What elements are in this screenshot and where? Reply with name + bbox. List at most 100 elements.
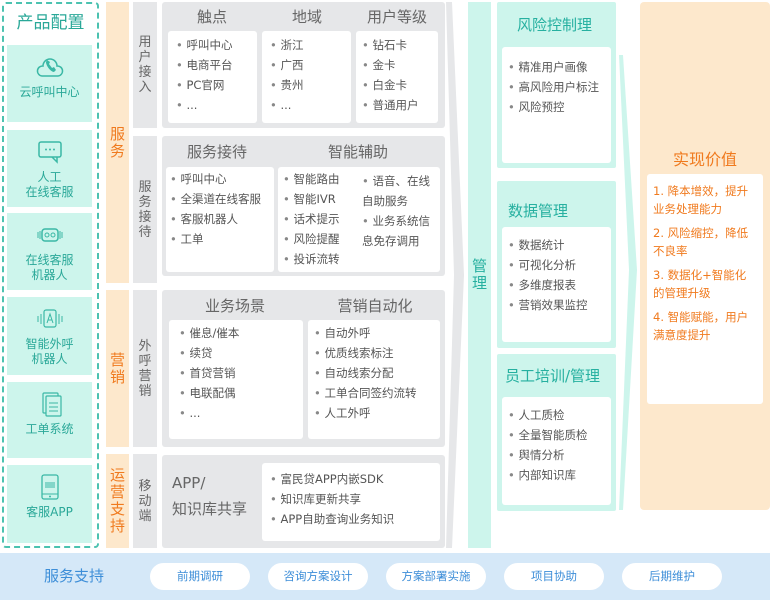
product-card-label: 客服APP: [26, 505, 73, 519]
item-list: 自动外呼优质线索标注自动线索分配工单合同签约流转人工外呼: [314, 323, 434, 423]
outbound-box: 业务场景 营销自动化 催息/催本续贷首贷营销电联配偶... 自动外呼优质线索标注…: [162, 290, 445, 447]
col-title: 营销自动化: [337, 297, 413, 315]
value-item: 4. 智能赋能，用户满意度提升: [653, 310, 749, 342]
list-item: ...: [179, 403, 293, 423]
mgmt-title: 员工培训/管理: [505, 367, 601, 385]
list-item: 精准用户画像: [508, 57, 605, 77]
mgmt-box-data: 数据管理 数据统计可视化分析多维度报表营销效果监控: [497, 181, 616, 348]
list-item: 全量智能质检: [508, 425, 605, 445]
mobile-box: APP/ 知识库共享 富民贷APP内嵌SDK知识库更新共享APP自助查询业务知识: [162, 455, 445, 548]
mgmt-title: 数据管理: [508, 202, 569, 220]
management-label: 管理: [468, 2, 491, 548]
col-title: 用户等级: [366, 8, 427, 26]
item-list: 人工质检全量智能质检舆情分析内部知识库: [508, 405, 605, 485]
item-list: 精准用户画像高风险用户标注风险预控: [508, 57, 605, 117]
row-label-mobile: 移动端: [133, 454, 157, 548]
list-item: APP自助查询业务知识: [270, 509, 432, 529]
list-item: 电商平台: [176, 55, 249, 75]
chat-bubble-icon: [36, 139, 64, 165]
cloud-phone-icon: [36, 54, 64, 80]
list-item: 普通用户: [362, 95, 432, 115]
list-item: 业务系统信息免存调用: [362, 211, 438, 251]
list-item: 电联配偶: [179, 383, 293, 403]
category-ops: 运营支持: [106, 454, 129, 548]
robot-icon: [36, 222, 64, 248]
support-pill[interactable]: 方案部署实施: [386, 563, 486, 590]
item-list: 浙江广西贵州...: [270, 35, 343, 115]
item-list: 呼叫中心全渠道在线客服客服机器人工单: [170, 169, 270, 249]
list-item: 客服机器人: [170, 209, 270, 229]
support-pill[interactable]: 项目协助: [504, 563, 604, 590]
list-item: ...: [270, 95, 343, 115]
document-icon: [36, 391, 64, 417]
list-item: 话术提示: [283, 209, 359, 229]
list-item: 工单: [170, 229, 270, 249]
list-item: 营销效果监控: [508, 295, 605, 315]
product-card[interactable]: 客服APP: [7, 465, 92, 543]
item-list: 呼叫中心电商平台PC官网...: [176, 35, 249, 115]
list-item: 自动线索分配: [314, 363, 434, 383]
list-item: 续贷: [179, 343, 293, 363]
list-item: 工单合同签约流转: [314, 383, 434, 403]
support-pill[interactable]: 后期维护: [622, 563, 722, 590]
list-item: 人工质检: [508, 405, 605, 425]
row-label-reception: 服务接待: [133, 136, 157, 283]
list-item: 风险提醒: [283, 229, 359, 249]
list-item: 语音、在线自助服务: [362, 171, 438, 211]
list-item: 钻石卡: [362, 35, 432, 55]
access-box: 触点 地域 用户等级 呼叫中心电商平台PC官网... 浙江广西贵州... 钻石卡…: [162, 2, 445, 128]
app-tablet-icon: [36, 474, 64, 500]
product-config-panel: [2, 2, 99, 548]
support-title: 服务支持: [44, 567, 105, 585]
product-config-title: 产品配置: [16, 13, 85, 33]
support-pill[interactable]: 前期调研: [150, 563, 250, 590]
product-card[interactable]: 云呼叫中心: [7, 45, 92, 122]
list-item: 可视化分析: [508, 255, 605, 275]
row-label-access: 用户接入: [133, 2, 157, 128]
list-item: 多维度报表: [508, 275, 605, 295]
list-item: 舆情分析: [508, 445, 605, 465]
list-item: 风险预控: [508, 97, 605, 117]
list-item: 内部知识库: [508, 465, 605, 485]
product-card[interactable]: 工单系统: [7, 382, 92, 458]
list-item: 投诉流转: [283, 249, 359, 269]
list-item: 白金卡: [362, 75, 432, 95]
list-item: 自动外呼: [314, 323, 434, 343]
product-card-label: 智能外呼 机器人: [25, 337, 74, 366]
mgmt-box-training: 员工培训/管理 人工质检全量智能质检舆情分析内部知识库: [497, 354, 616, 511]
list-item: 优质线索标注: [314, 343, 434, 363]
product-card[interactable]: 智能外呼 机器人: [7, 297, 92, 375]
list-item: 呼叫中心: [170, 169, 270, 189]
product-card[interactable]: 在线客服 机器人: [7, 213, 92, 290]
item-list: 催息/催本续贷首贷营销电联配偶...: [179, 323, 293, 423]
list-item: 知识库更新共享: [270, 489, 432, 509]
col-title: 地域: [291, 8, 322, 26]
mgmt-title: 风险控制理: [517, 16, 593, 34]
value-item: 2. 风险缩控，降低不良率: [653, 226, 749, 258]
support-pill[interactable]: 咨询方案设计: [268, 563, 368, 590]
service-support-bar: 服务支持 前期调研咨询方案设计方案部署实施项目协助后期维护: [0, 553, 770, 600]
col-title: 业务场景: [204, 297, 265, 315]
mobile-title-2: 知识库共享: [172, 500, 248, 518]
list-item: 人工外呼: [314, 403, 434, 423]
list-item: 浙江: [270, 35, 343, 55]
list-item: 呼叫中心: [176, 35, 249, 55]
list-item: PC官网: [176, 75, 249, 95]
mobile-title-1: APP/: [172, 474, 206, 492]
product-card-label: 人工 在线客服: [25, 170, 74, 199]
col-title: 触点: [196, 8, 227, 26]
list-item: 广西: [270, 55, 343, 75]
col-title: 智能辅助: [327, 143, 388, 161]
value-item: 1. 降本增效，提升业务处理能力: [653, 184, 749, 216]
list-item: 富民贷APP内嵌SDK: [270, 469, 432, 489]
mgmt-box-risk: 风险控制理 精准用户画像高风险用户标注风险预控: [497, 2, 616, 168]
col-title: 服务接待: [186, 143, 247, 161]
item-list: 数据统计可视化分析多维度报表营销效果监控: [508, 235, 605, 315]
item-list: 智能路由智能IVR话术提示风险提醒投诉流转: [283, 169, 359, 269]
arrow-chevron-icon: [446, 2, 464, 548]
reception-box: 服务接待 智能辅助 呼叫中心全渠道在线客服客服机器人工单 智能路由智能IVR话术…: [162, 136, 445, 276]
list-item: 全渠道在线客服: [170, 189, 270, 209]
product-card[interactable]: 人工 在线客服: [7, 130, 92, 207]
